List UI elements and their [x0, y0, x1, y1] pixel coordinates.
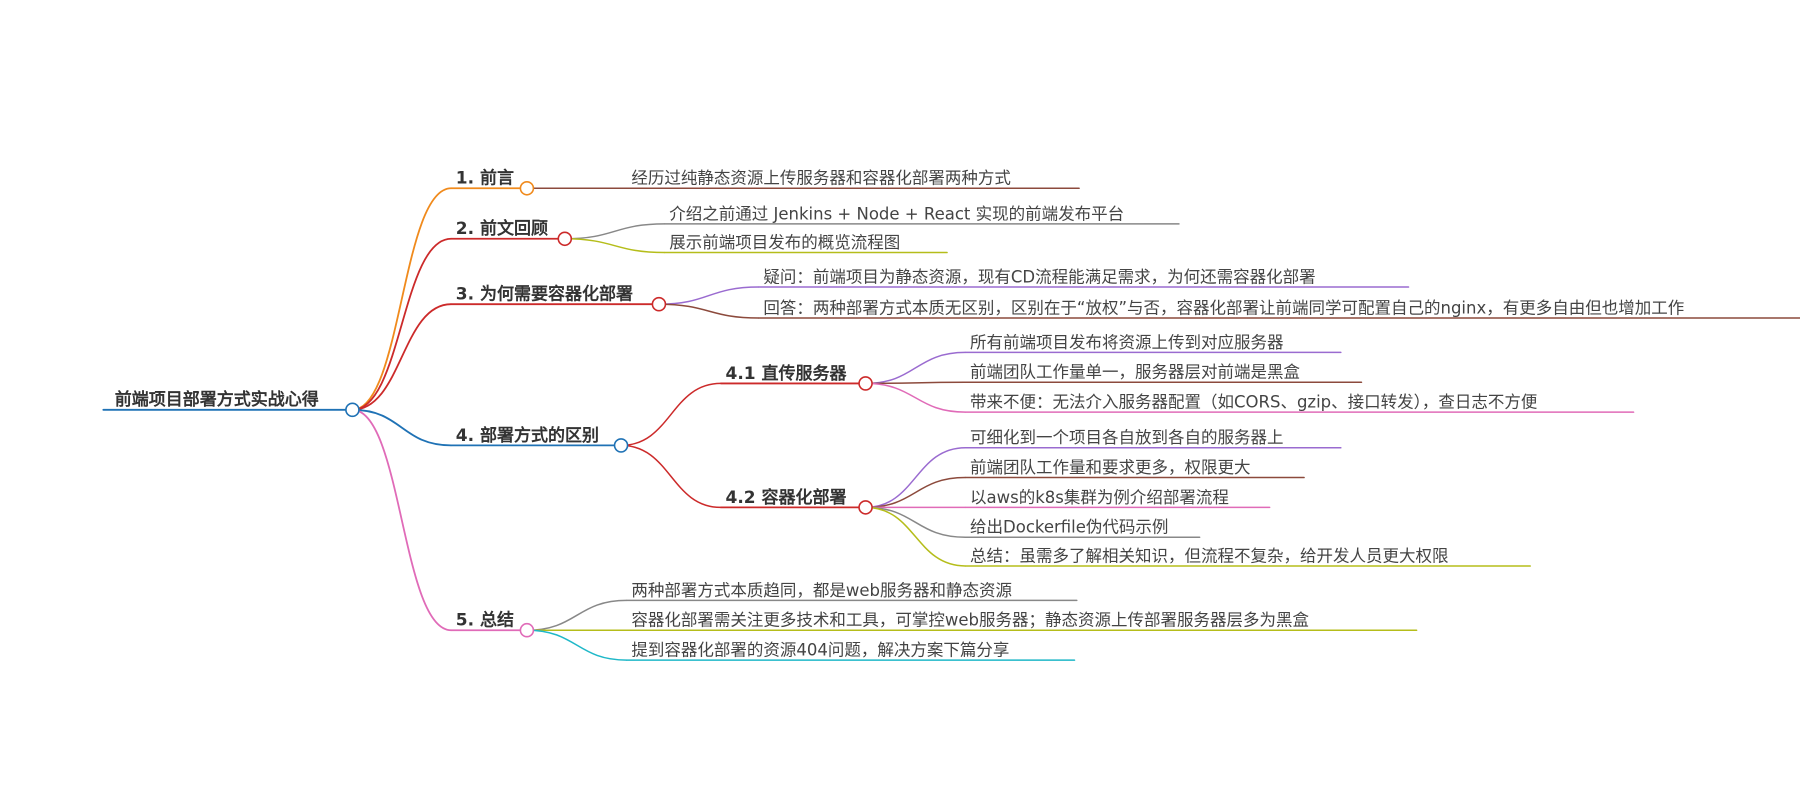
branch-review-label[interactable]: 2. 前文回顾 [456, 218, 548, 239]
connector-curve [352, 303, 452, 411]
connector-curve [621, 444, 721, 509]
branch-collapse-toggle[interactable] [557, 231, 573, 247]
branch-preface-label[interactable]: 1. 前言 [456, 168, 514, 189]
branch-collapse-toggle[interactable] [519, 180, 535, 196]
mindmap-labels: 前端项目部署方式实战心得 1. 前言 2. 前文回顾 3. 为何需要容器化部署 … [115, 168, 1684, 660]
connector-curve [865, 351, 966, 385]
leaf-label[interactable]: 容器化部署需关注更多技术和工具，可掌控web服务器；静态资源上传部署服务器层多为… [631, 611, 1309, 630]
leaf-label[interactable]: 展示前端项目发布的概览流程图 [669, 233, 900, 252]
connector-curve [564, 223, 665, 240]
root-topic-label[interactable]: 前端项目部署方式实战心得 [115, 389, 319, 410]
leaf-label[interactable]: 以aws的k8s集群为例介绍部署流程 [970, 488, 1229, 507]
mindmap-edges [352, 187, 966, 661]
connector-curve [658, 303, 759, 319]
subtopic-direct-upload-label[interactable]: 4.1 直传服务器 [726, 363, 848, 384]
leaf-label[interactable]: 两种部署方式本质趋同，都是web服务器和静态资源 [631, 581, 1012, 600]
leaf-label[interactable]: 疑问：前端项目为静态资源，现有CD流程能满足需求，为何还需容器化部署 [763, 267, 1315, 286]
branch-differences-label[interactable]: 4. 部署方式的区别 [456, 425, 599, 446]
connector-curve [352, 187, 452, 411]
branch-collapse-toggle[interactable] [519, 622, 535, 638]
leaf-label[interactable]: 给出Dockerfile伪代码示例 [970, 518, 1168, 537]
connector-curve [658, 286, 759, 305]
connector-curve [865, 476, 966, 509]
leaf-label[interactable]: 提到容器化部署的资源404问题，解决方案下篇分享 [631, 640, 1009, 659]
connector-curve [352, 408, 452, 447]
root-collapse-toggle[interactable] [345, 402, 360, 418]
connector-curve [526, 629, 627, 661]
leaf-label[interactable]: 前端团队工作量和要求更多，权限更大 [970, 458, 1251, 477]
connector-curve [564, 238, 665, 254]
connector-curve [865, 381, 966, 385]
leaf-label[interactable]: 带来不便：无法介入服务器配置（如CORS、gzip、接口转发），查日志不方便 [970, 393, 1537, 412]
leaf-label[interactable]: 前端团队工作量单一，服务器层对前端是黑盒 [970, 363, 1301, 382]
branch-collapse-toggle[interactable] [858, 376, 873, 391]
branch-collapse-toggle[interactable] [858, 500, 873, 515]
subtopic-containerized-label[interactable]: 4.2 容器化部署 [726, 487, 847, 508]
connector-curve [621, 382, 721, 447]
leaf-label[interactable]: 可细化到一个项目各自放到各自的服务器上 [970, 428, 1284, 447]
leaf-label[interactable]: 总结：虽需多了解相关知识，但流程不复杂，给开发人员更大权限 [970, 546, 1449, 565]
connector-curve [352, 408, 452, 632]
mindmap-collapse-knobs [345, 180, 873, 638]
connector-curve [352, 237, 452, 411]
branch-collapse-toggle[interactable] [613, 438, 629, 453]
branch-why-container-label[interactable]: 3. 为何需要容器化部署 [456, 284, 633, 305]
leaf-label[interactable]: 回答：两种部署方式本质无区别，区别在于“放权”与否，容器化部署让前端同学可配置自… [763, 298, 1684, 317]
connector-curve [865, 446, 966, 509]
connector-curve [526, 599, 627, 631]
connector-curve [865, 506, 966, 567]
leaf-label[interactable]: 介绍之前通过 Jenkins + Node + React 实现的前端发布平台 [669, 204, 1124, 223]
leaf-label[interactable]: 经历过纯静态资源上传服务器和容器化部署两种方式 [631, 169, 1011, 188]
branch-collapse-toggle[interactable] [651, 296, 667, 312]
leaf-label[interactable]: 所有前端项目发布将资源上传到对应服务器 [970, 333, 1284, 352]
mindmap-underlines [102, 187, 1800, 661]
branch-summary-label[interactable]: 5. 总结 [456, 610, 514, 631]
connector-curve [865, 382, 966, 413]
connector-curve [865, 506, 966, 538]
